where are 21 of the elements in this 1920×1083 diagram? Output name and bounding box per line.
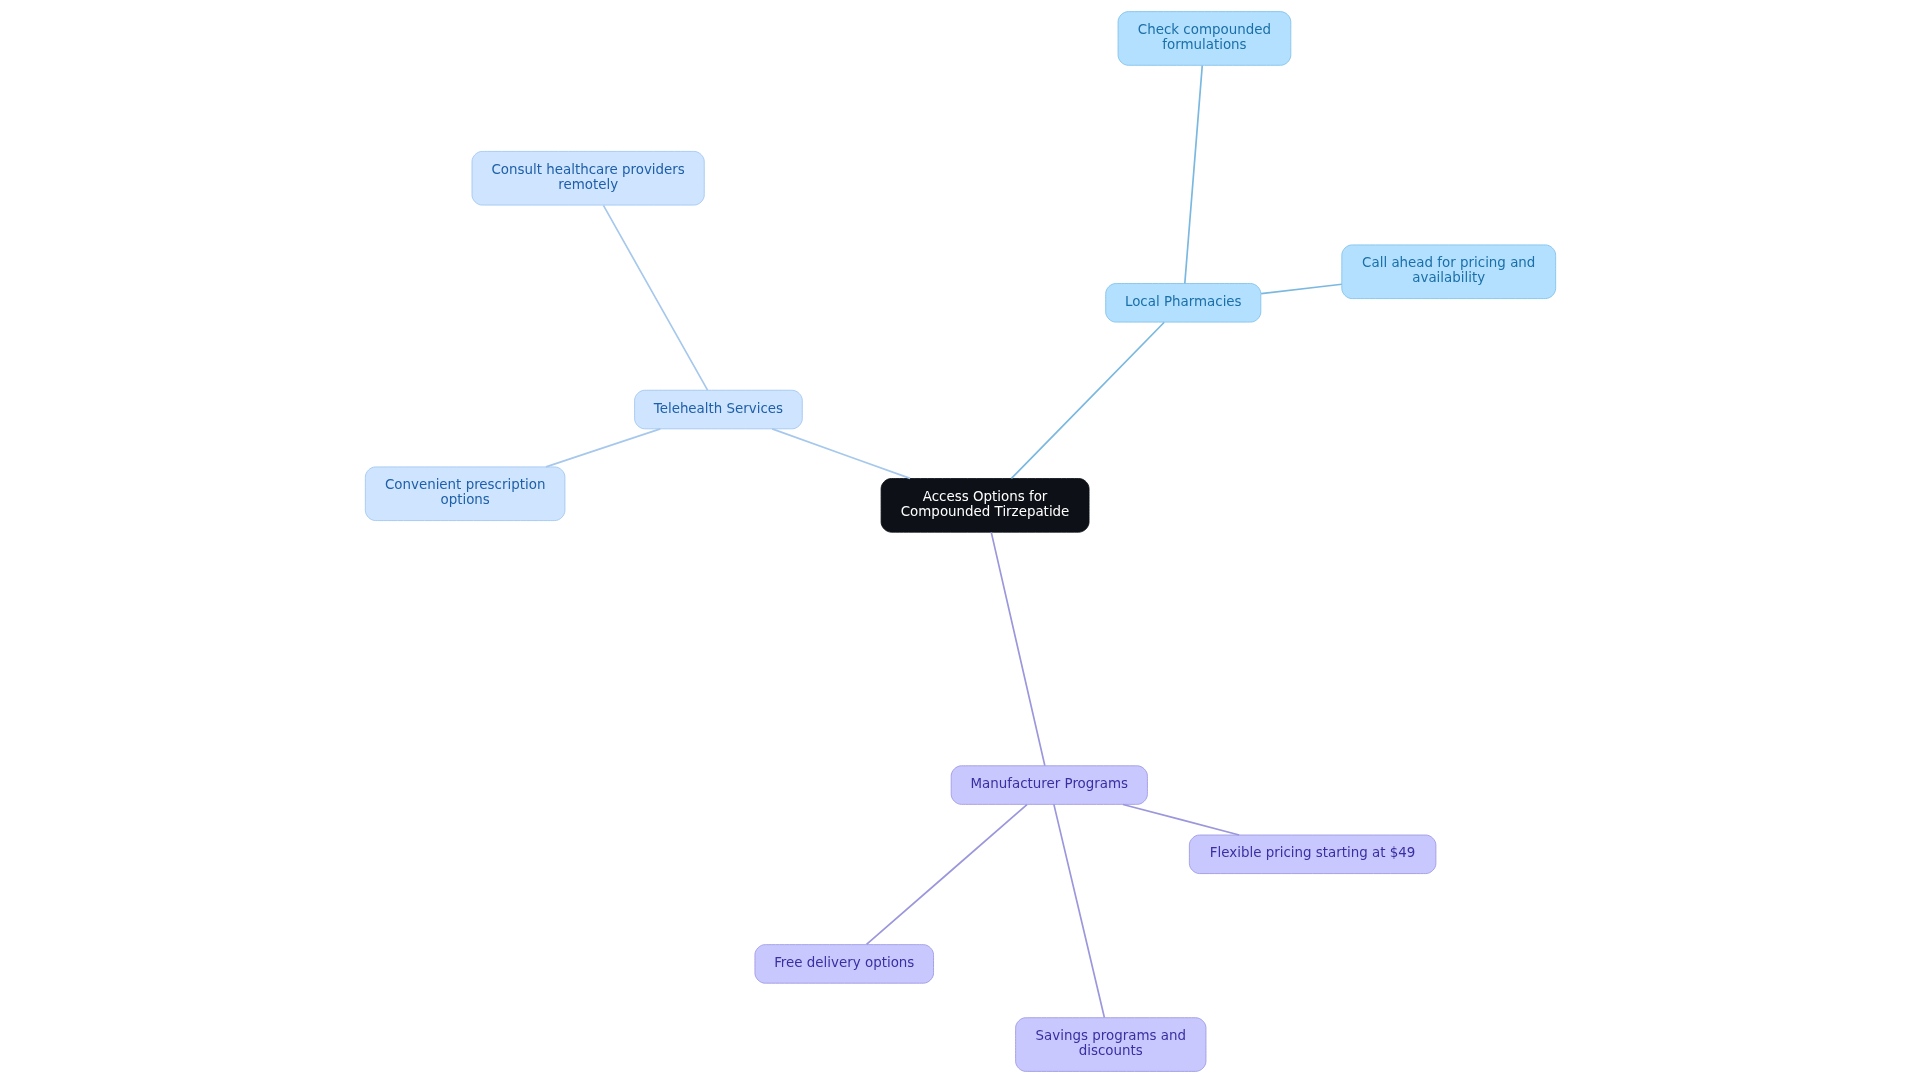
- node-box: Consult healthcare providers remotely: [471, 151, 705, 206]
- connector: [544, 428, 661, 468]
- connector: [989, 531, 1046, 767]
- node-box: Call ahead for pricing and availability: [1340, 244, 1556, 299]
- node-box: Telehealth Services: [633, 389, 803, 430]
- node-box: Access Options for Compounded Tirzepatide: [880, 478, 1089, 533]
- connector: [1052, 803, 1105, 1019]
- connector: [602, 204, 708, 392]
- connector: [1010, 321, 1165, 480]
- node-box: Free delivery options: [754, 944, 934, 984]
- node-box: Convenient prescription options: [364, 466, 565, 521]
- node-box: Manufacturer Programs: [950, 765, 1148, 805]
- connector: [1259, 283, 1343, 295]
- node-box: Local Pharmacies: [1104, 283, 1261, 323]
- connector: [865, 803, 1028, 946]
- node-box: Savings programs and discounts: [1014, 1017, 1206, 1072]
- node-box: Check compounded formulations: [1117, 11, 1291, 66]
- connector: [1183, 64, 1203, 285]
- node-box: Flexible pricing starting at $49: [1188, 834, 1436, 874]
- connector: [1121, 803, 1240, 836]
- connector: [770, 428, 911, 480]
